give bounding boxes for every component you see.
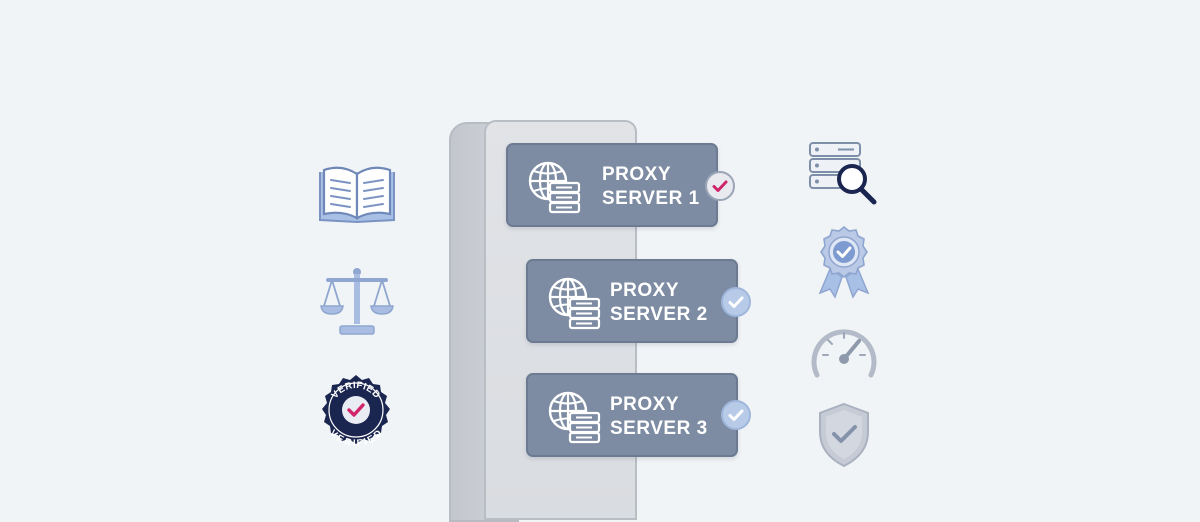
award-ribbon-icon [818, 225, 870, 299]
check-pink-icon [705, 171, 735, 201]
proxy-label-line2: SERVER 1 [602, 188, 700, 209]
globe-server-icon [548, 391, 601, 444]
proxy-server-card-1[interactable]: PROXY SERVER 1 [506, 143, 718, 227]
balance-scale-icon [320, 268, 394, 335]
speedometer-icon [811, 329, 877, 378]
check-blue-icon [721, 287, 751, 317]
proxy-server-label: PROXY SERVER 2 [610, 279, 708, 327]
proxy-server-card-2[interactable]: PROXY SERVER 2 [526, 259, 738, 343]
verified-seal-icon: VERIFIED VERIFIED [318, 374, 394, 450]
proxy-label-line1: PROXY [610, 394, 680, 415]
proxy-server-label: PROXY SERVER 3 [610, 393, 708, 441]
proxy-label-line2: SERVER 3 [610, 418, 708, 439]
proxy-label-line1: PROXY [610, 280, 680, 301]
globe-server-icon [528, 161, 581, 214]
globe-server-icon [548, 277, 601, 330]
proxy-server-label: PROXY SERVER 1 [602, 163, 700, 211]
proxy-label-line2: SERVER 2 [610, 304, 708, 325]
server-search-icon [809, 142, 877, 205]
proxy-server-card-3[interactable]: PROXY SERVER 3 [526, 373, 738, 457]
proxy-label-line1: PROXY [602, 164, 672, 185]
open-book-icon [319, 166, 395, 224]
check-blue-icon [721, 400, 751, 430]
shield-check-icon [819, 402, 869, 468]
